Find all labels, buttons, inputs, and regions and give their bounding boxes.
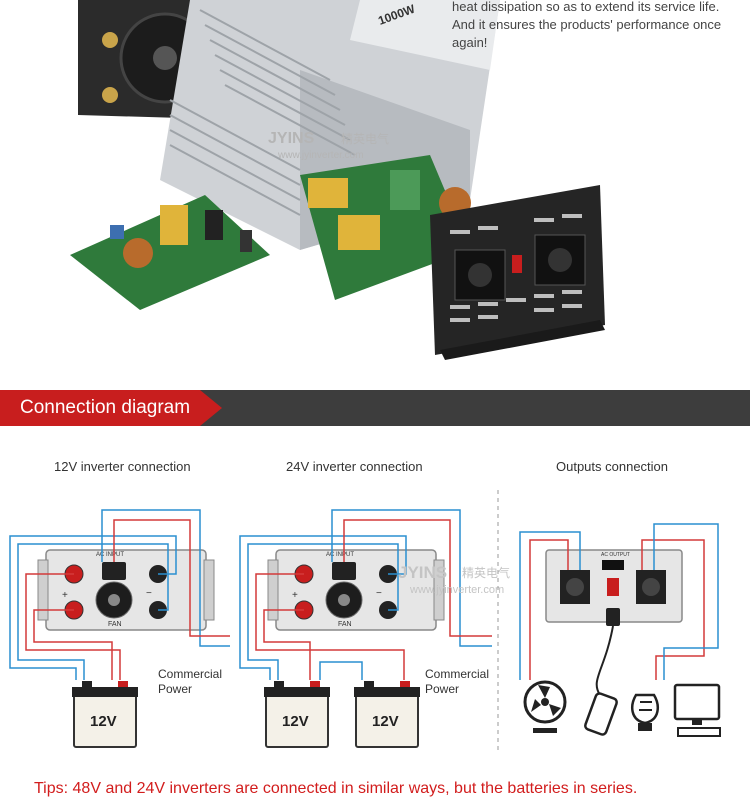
section-header-tab [0,390,222,426]
section-title: Connection diagram [20,397,191,418]
battery-label-3: 12V [372,713,399,730]
grid-label-1b: Power [158,682,192,696]
diagram-watermark-brand: JYINS [398,563,447,582]
section-header-bar: Connection diagram [0,390,750,426]
product-photo: 1000W JYINS 精英电气 www.jyinverter.com [0,0,750,390]
battery-label-2: 12V [282,713,309,730]
inverter-12v: AC INPUT FAN + − [37,549,215,631]
wires-12v [9,509,230,680]
label-outputs-connection: Outputs connection [556,459,669,474]
front-socket-panel [430,185,605,360]
label-24v-connection: 24V inverter connection [286,459,423,474]
phone-device-icon [584,692,618,736]
label-12v-connection: 12V inverter connection [54,459,191,474]
minus-label-2: − [376,588,382,599]
computer-device-icon [673,683,721,737]
plus-label-2: + [292,590,298,601]
watermark-brand: JYINS [268,130,315,147]
grid-label-1a: Commercial [158,667,222,681]
plus-label-1: + [62,590,68,601]
circuit-board-left [70,195,270,310]
diagram-watermark-website: www.jyinverter.com [409,584,504,596]
battery-12v-a: 12V [71,680,139,748]
ac-input-label-2: AC INPUT [326,552,354,558]
watermark-brand-cn: 精英电气 [341,131,389,146]
feature-description: heat dissipation so as to extend its ser… [452,0,742,52]
fan-label-1: FAN [108,621,122,628]
watermark-website: www.jyinverter.com [277,150,364,161]
diagram-watermark-brand-cn: 精英电气 [462,565,510,580]
connection-diagrams: AC INPUT FAN + − 12V Commercial Power AC… [0,480,750,770]
battery-24v-b: 12V [353,680,421,748]
minus-label-1: − [146,588,152,599]
bulb-device-icon [631,693,659,731]
inverter-24v: AC INPUT FAN + − [267,549,445,631]
ac-output-label: AC OUTPUT [601,552,630,558]
tips-note: Tips: 48V and 24V inverters are connecte… [34,780,638,797]
fan-device-icon [523,680,567,733]
inverter-exploded-illustration: 1000W JYINS 精英电气 www.jyinverter.com [70,0,750,360]
ac-input-label-1: AC INPUT [96,552,124,558]
circuit-board-center [300,155,471,300]
battery-label-1: 12V [90,713,117,730]
feature-line-3: again! [452,35,488,50]
battery-24v-a: 12V [263,680,331,748]
feature-line-2: And it ensures the products' performance… [452,17,722,32]
wires-outputs [519,523,719,696]
wires-24v [239,509,492,680]
grid-label-2b: Power [425,682,459,696]
feature-line-1: heat dissipation so as to extend its ser… [452,0,720,14]
grid-label-2a: Commercial [425,667,489,681]
fan-label-2: FAN [338,621,352,628]
wiring-diagram: AC INPUT FAN + − 12V Commercial Power AC… [9,490,721,750]
inverter-outputs-panel: AC OUTPUT [545,549,683,626]
